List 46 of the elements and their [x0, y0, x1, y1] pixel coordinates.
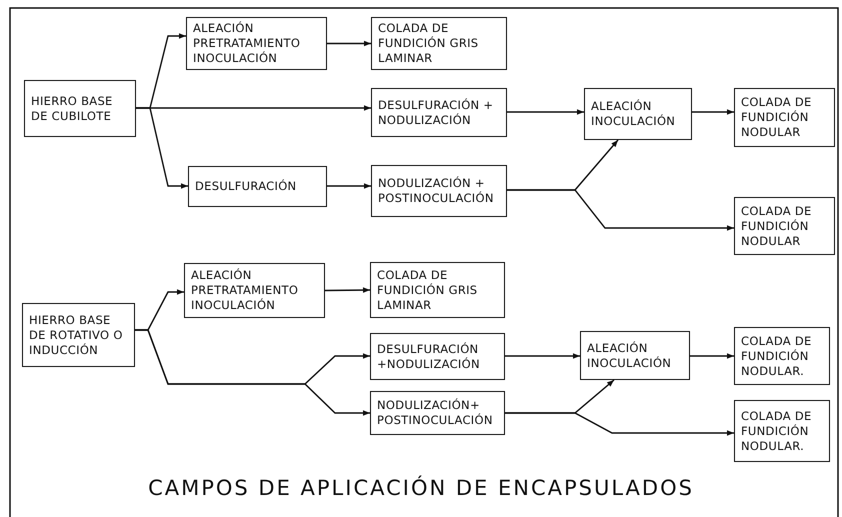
process-box [734, 400, 830, 462]
box-label: ALEACIÓN PRETRATAMIENTO INOCULACIÓN [193, 21, 302, 66]
box-label: NODULIZACIÓN + POSTINOCULACIÓN [378, 176, 495, 206]
diagram-title: CAMPOS DE APLICACIÓN DE ENCAPSULADOS [147, 476, 695, 500]
arrow [507, 189, 734, 231]
box-label: COLADA DE FUNDICIÓN NODULAR [741, 95, 813, 140]
box-label: ALEACIÓN INOCULACIÓN [587, 340, 672, 370]
arrow [692, 109, 734, 115]
box-label: DESULFURACIÓN [195, 179, 298, 194]
box-label: COLADA DE FUNDICIÓN GRIS LAMINAR [378, 21, 480, 66]
arrow [327, 40, 371, 46]
process-box [22, 303, 135, 367]
process-box [370, 391, 505, 435]
box-label: ALEACIÓN INOCULACIÓN [591, 99, 676, 129]
box-label: COLADA DE FUNDICIÓN NODULAR. [741, 334, 813, 378]
box-label: DESULFURACIÓN +NODULIZACIÓN [377, 342, 481, 372]
process-box [24, 80, 136, 137]
process-box [370, 333, 505, 380]
process-box [734, 88, 835, 147]
process-box [584, 88, 692, 140]
arrow [327, 183, 371, 189]
process-box [370, 262, 505, 318]
arrow [325, 287, 370, 293]
process-box [371, 88, 507, 137]
box-label: COLADA DE FUNDICIÓN GRIS LAMINAR [377, 268, 478, 312]
box-label: ALEACIÓN PRETRATAMIENTO INOCULACIÓN [191, 268, 300, 313]
process-box [188, 166, 327, 207]
process-box [734, 327, 830, 385]
process-box [734, 197, 835, 255]
process-box [371, 17, 507, 70]
box-label: HIERRO BASE DE ROTATIVO O INDUCCIÓN [29, 312, 124, 358]
box-label: DESULFURACIÓN + NODULIZACIÓN [378, 98, 494, 128]
process-box [186, 17, 327, 70]
box-label: HIERRO BASE DE CUBILOTE [31, 94, 114, 124]
arrow [507, 109, 584, 115]
arrow [505, 353, 580, 359]
arrow [136, 107, 188, 189]
arrow [135, 329, 370, 416]
arrow [690, 353, 734, 359]
box-label: COLADA DE FUNDICIÓN NODULAR. [741, 408, 813, 454]
process-box [184, 263, 325, 318]
process-box [580, 331, 690, 380]
process-box [371, 165, 507, 217]
box-label: COLADA DE FUNDICIÓN NODULAR [741, 204, 813, 248]
arrow [505, 412, 734, 436]
box-label: NODULIZACIÓN+ POSTINOCULACIÓN [377, 398, 494, 428]
